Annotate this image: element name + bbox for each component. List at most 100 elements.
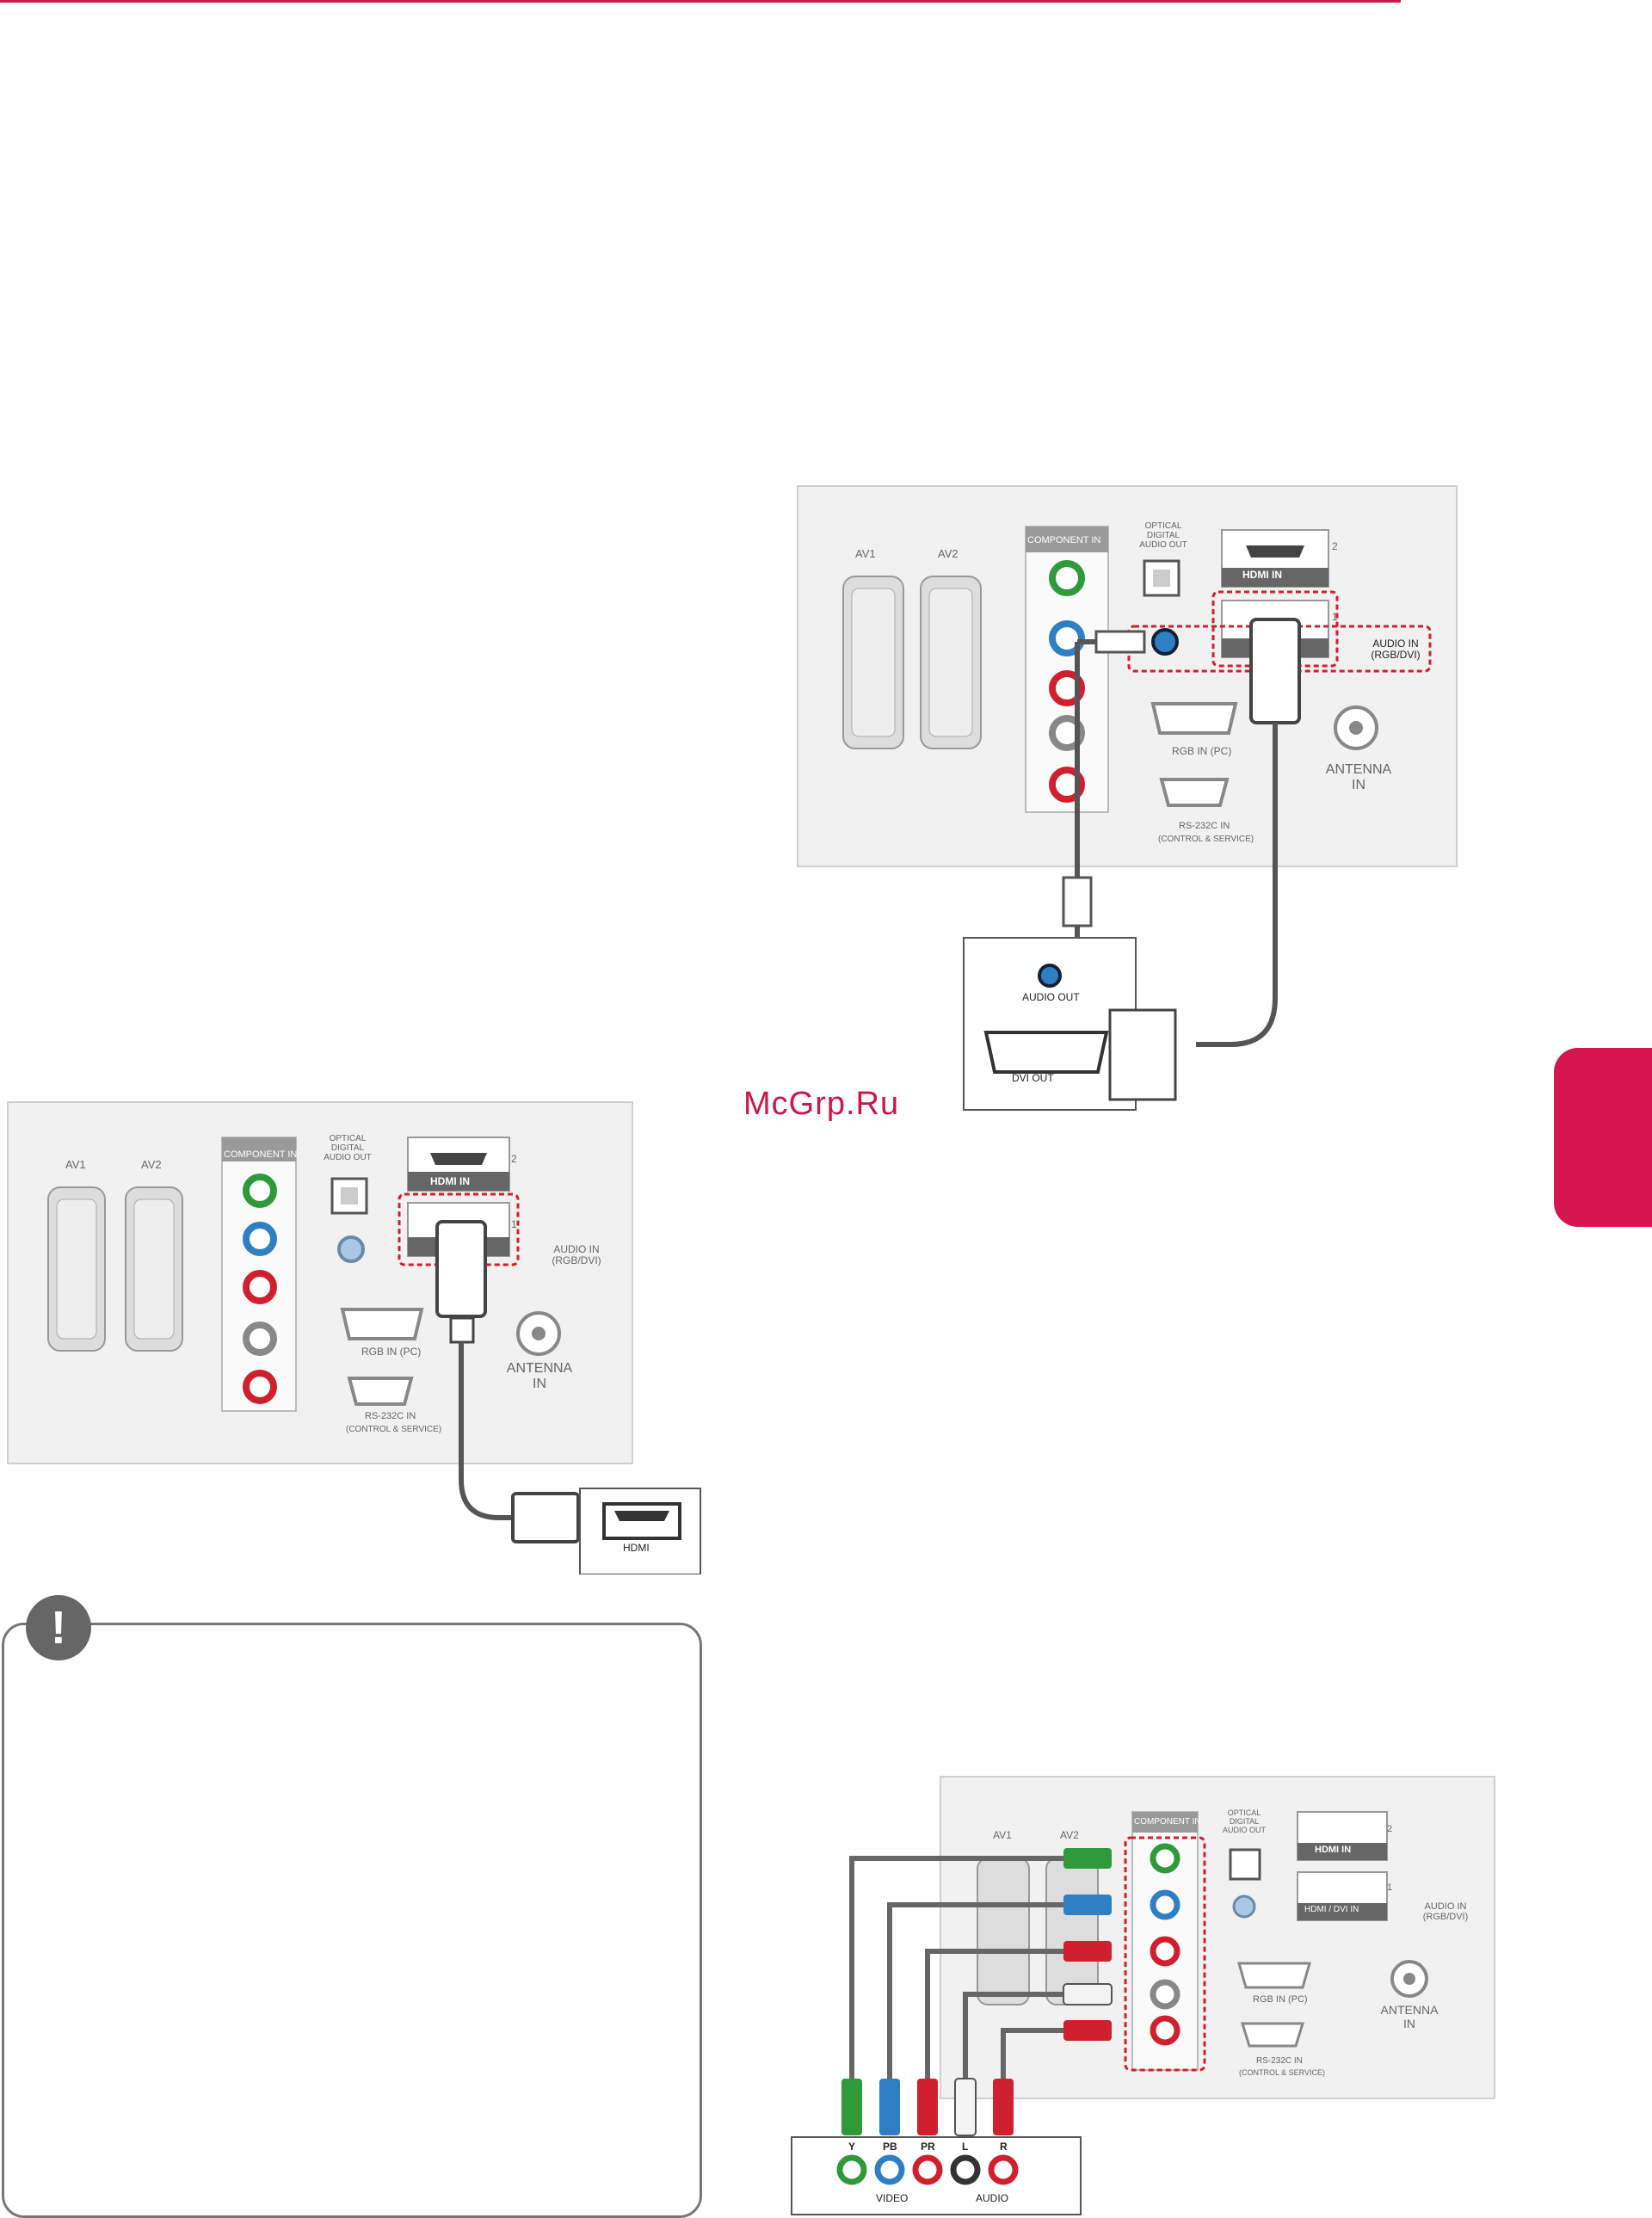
device-plug-pb: [879, 2079, 900, 2135]
rs232-port: [1159, 778, 1230, 807]
dvi-av1-label: AV1: [855, 547, 876, 560]
audio-in-jack: [1232, 1895, 1256, 1919]
exclamation-icon: !: [26, 1595, 91, 1660]
av1-scart-port: [47, 1186, 106, 1352]
comp-optical-label: OPTICAL DIGITAL AUDIO OUT: [1222, 1808, 1266, 1834]
hdmi-in-label: HDMI IN: [430, 1175, 470, 1187]
hdmi-2-label: 2: [511, 1153, 517, 1165]
device-dvi-out-port: [983, 1031, 1109, 1074]
hdmi-rs232-sub-label: (CONTROL & SERVICE): [346, 1425, 442, 1434]
optical-port: [1143, 559, 1180, 597]
hdmi-av1-label: AV1: [65, 1158, 86, 1171]
dvi-device-dvi-out-label: DVI OUT: [1012, 1072, 1054, 1084]
av1-scart-port: [842, 576, 904, 749]
component-l-jack: [1150, 1979, 1180, 2010]
dvi-device-audio-out-label: AUDIO OUT: [1022, 991, 1080, 1003]
device-pr-jack: [912, 2154, 943, 2185]
optical-port: [1229, 1848, 1261, 1881]
component-r-jack: [243, 1370, 277, 1404]
av2-scart-port: [125, 1186, 183, 1352]
dvi-audio-in-label: AUDIO IN (RGB/DVI): [1371, 638, 1421, 661]
watermark: McGrp.Ru: [743, 1086, 900, 1122]
plug-l: [1063, 1983, 1113, 2005]
comp-device-l-label: L: [962, 2141, 969, 2153]
dvi-optical-label: OPTICAL DIGITAL AUDIO OUT: [1139, 521, 1187, 550]
tv-rear-panel-dvi: [797, 485, 1458, 867]
comp-rs232-label: RS-232C IN: [1256, 2056, 1303, 2066]
device-pb-jack: [874, 2154, 905, 2185]
dvi-connection-diagram: [842, 526, 1432, 1111]
audio-in-jack: [337, 1235, 365, 1263]
rs232-port: [347, 1377, 414, 1406]
rgb-in-port: [1237, 1962, 1311, 1989]
component-pr-jack: [1150, 1936, 1180, 1967]
dvi-hdmi-2-label: 2: [1332, 540, 1338, 552]
tv-rear-panel-component: [940, 1776, 1495, 2099]
comp-device-pr-label: PR: [921, 2141, 935, 2153]
comp-device-audio-label: AUDIO: [976, 2192, 1009, 2204]
av1-scart-port: [977, 1858, 1030, 2005]
component-pr-jack: [1049, 670, 1085, 706]
comp-hdmi-in-label: HDMI IN: [1315, 1845, 1352, 1855]
comp-hdmi-1-label: 1: [1387, 1882, 1393, 1893]
audio-in-jack: [1151, 628, 1179, 656]
comp-hdmi-2-label: 2: [1387, 1824, 1393, 1834]
av2-scart-port: [1045, 1858, 1099, 2005]
hdmi-rs232-label: RS-232C IN: [365, 1411, 416, 1421]
comp-device-pb-label: PB: [883, 2141, 897, 2153]
component-y-jack: [1150, 1843, 1180, 1874]
device-plug-pr: [917, 2079, 938, 2135]
rs232-port: [1240, 2022, 1305, 2048]
dvi-rs232-sub-label: (CONTROL & SERVICE): [1158, 835, 1254, 844]
comp-rs232-sub-label: (CONTROL & SERVICE): [1239, 2068, 1326, 2077]
dvi-antenna-label: ANTENNA IN: [1325, 762, 1392, 792]
device-plug-y: [841, 2079, 862, 2135]
hdmi-antenna-label: ANTENNA IN: [506, 1361, 573, 1391]
tv-rear-panel-hdmi: [7, 1101, 633, 1464]
plug-r: [1063, 2020, 1112, 2041]
dvi-rgb-in-label: RGB IN (PC): [1172, 745, 1232, 757]
note-box: [2, 1623, 702, 2218]
device-y-jack: [836, 2154, 867, 2185]
dvi-av2-label: AV2: [938, 547, 959, 560]
comp-audio-in-label: AUDIO IN (RGB/DVI): [1422, 1901, 1469, 1922]
hdmi-optical-label: OPTICAL DIGITAL AUDIO OUT: [324, 1134, 372, 1162]
component-l-jack: [243, 1322, 277, 1356]
note-header-line: [93, 1623, 377, 1625]
component-y-jack: [1049, 560, 1085, 596]
device-plug-l: [954, 2078, 977, 2136]
plug-y: [1063, 1848, 1112, 1869]
hdmi-component-label: COMPONENT IN: [224, 1149, 298, 1160]
component-y-jack: [243, 1174, 277, 1208]
rgb-in-port: [340, 1308, 424, 1340]
hdmi-rgb-in-label: RGB IN (PC): [361, 1346, 422, 1358]
section-tab: [1554, 1048, 1652, 1227]
comp-device-video-label: VIDEO: [876, 2192, 909, 2204]
component-connection-diagram: [791, 1811, 1428, 2215]
component-r-jack: [1150, 2015, 1180, 2046]
av2-scart-port: [920, 576, 982, 749]
component-pb-jack: [243, 1222, 277, 1256]
rgb-in-port: [1150, 702, 1238, 735]
comp-hdmi-dvi-label: HDMI / DVI IN: [1304, 1905, 1359, 1914]
top-rule: [0, 0, 1401, 3]
dvi-rs232-label: RS-232C IN: [1179, 821, 1230, 831]
plug-pr: [1063, 1941, 1112, 1962]
device-plug-r: [993, 2079, 1014, 2135]
component-pr-jack: [243, 1270, 277, 1304]
device-audio-out-jack: [1038, 964, 1062, 988]
comp-av1-label: AV1: [993, 1829, 1012, 1841]
device-l-jack: [950, 2154, 981, 2185]
dvi-hdmi-in-label: HDMI IN: [1242, 569, 1282, 581]
hdmi-device-label: HDMI: [623, 1542, 650, 1554]
hdmi-1-label: 1: [511, 1218, 517, 1230]
dvi-hdmi-1-label: 1: [1332, 611, 1338, 623]
comp-device-r-label: R: [1000, 2141, 1008, 2153]
comp-device-y-label: Y: [848, 2141, 856, 2153]
component-l-jack: [1049, 715, 1085, 751]
comp-component-label: COMPONENT IN: [1134, 1817, 1201, 1827]
plug-pb: [1063, 1895, 1112, 1915]
component-pb-jack: [1150, 1889, 1180, 1920]
hdmi-audio-in-label: AUDIO IN (RGB/DVI): [552, 1243, 601, 1266]
hdmi-connection-diagram: [47, 1137, 701, 1574]
